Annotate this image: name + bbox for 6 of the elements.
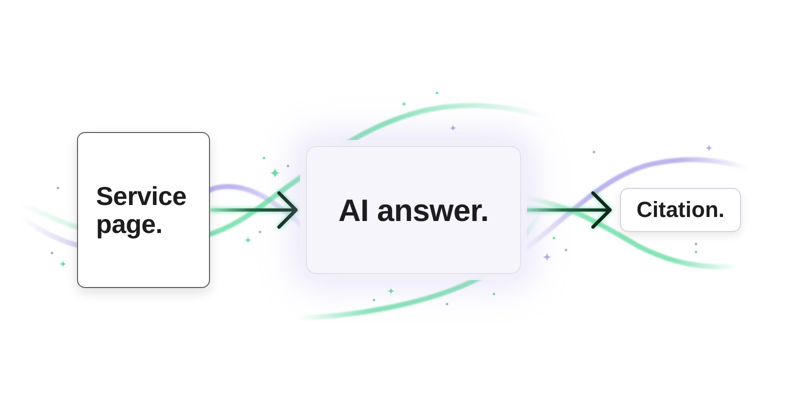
citation-tag <box>620 188 741 232</box>
arrow <box>210 191 298 229</box>
box-label: Service page. <box>96 182 188 238</box>
box-label: Citation. <box>636 199 724 221</box>
box-label: AI answer. <box>338 194 489 226</box>
page-card <box>77 132 210 288</box>
